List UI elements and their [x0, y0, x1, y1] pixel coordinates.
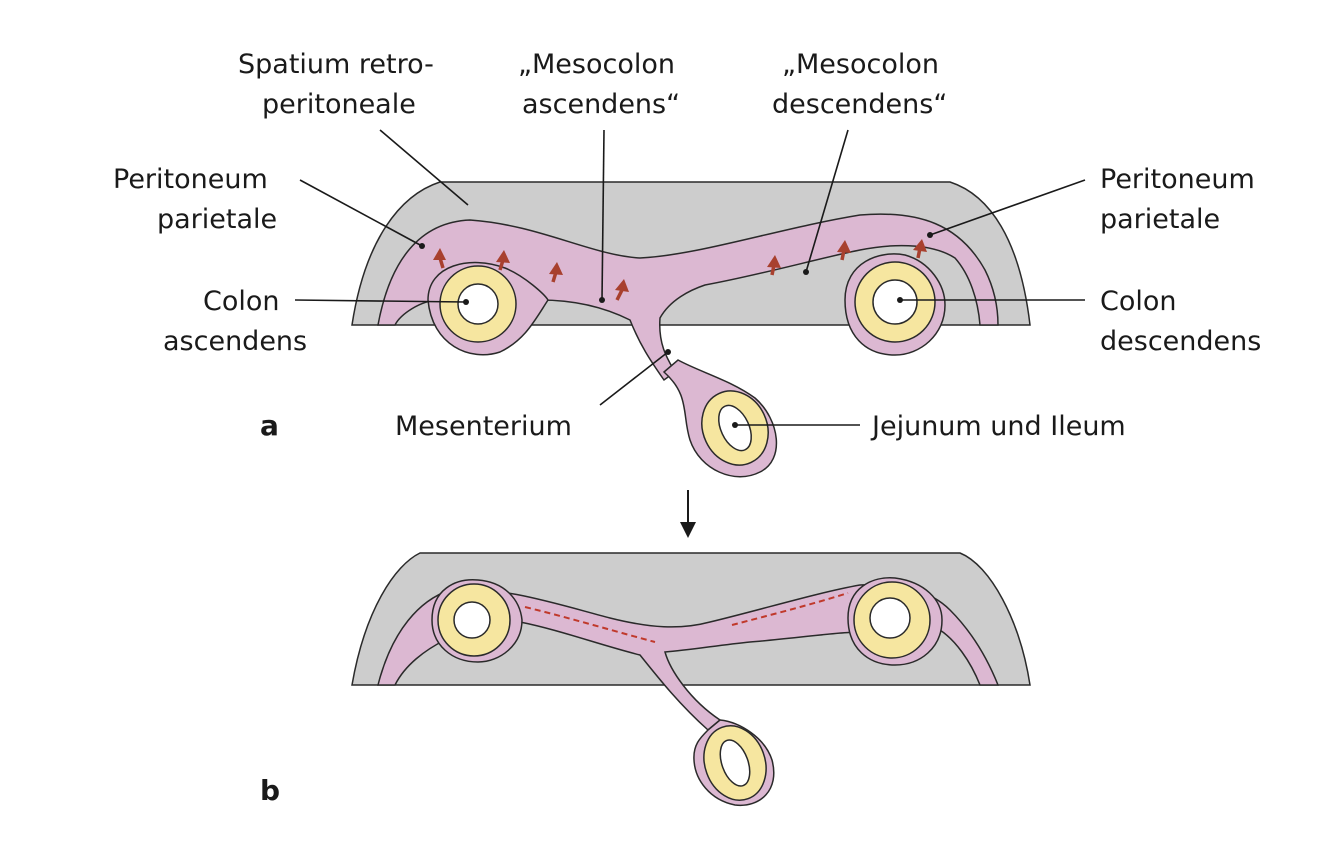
panel-a-drawing — [351, 181, 1031, 478]
label-mesocolon-desc-1: „Mesocolon — [782, 49, 939, 80]
colon-desc-lumen-b — [869, 597, 911, 639]
panel-b-drawing — [351, 552, 1031, 807]
label-colon-asc-1: Colon — [203, 286, 280, 317]
jejunum-lumen-b — [719, 739, 751, 787]
label-peritoneum-right-2: parietale — [1100, 204, 1220, 235]
colon-asc-lumen-b — [453, 601, 491, 639]
panel-label-a: a — [260, 409, 279, 442]
label-peritoneum-right-1: Peritoneum — [1100, 164, 1255, 195]
label-mesocolon-desc-2: descendens“ — [772, 89, 947, 120]
label-peritoneum-left-2: parietale — [157, 204, 277, 235]
label-jejunum: Jejunum und Ileum — [870, 411, 1126, 442]
panel-label-b: b — [260, 774, 280, 807]
colon-asc-lumen-a — [457, 283, 499, 325]
label-mesocolon-asc-2: ascendens“ — [522, 89, 680, 120]
label-colon-asc-2: ascendens — [163, 326, 307, 357]
fusion-line-right-b — [731, 592, 849, 626]
label-colon-desc-2: descendens — [1100, 326, 1261, 357]
peritoneum-band-a — [377, 213, 999, 382]
panel-a-leaders — [294, 129, 1086, 428]
transition-arrow — [680, 490, 696, 538]
fusion-line-left-b — [524, 606, 656, 643]
label-peritoneum-left-1: Peritoneum — [113, 164, 268, 195]
colon-desc-lumen-a — [872, 279, 918, 325]
fusion-arrows-a — [433, 239, 927, 301]
label-mesocolon-asc-1: „Mesocolon — [518, 49, 675, 80]
label-mesenterium: Mesenterium — [395, 411, 572, 442]
label-spatium-retro-2: peritoneale — [262, 89, 416, 120]
label-colon-desc-1: Colon — [1100, 286, 1177, 317]
label-spatium-retro-1: Spatium retro- — [238, 49, 434, 80]
